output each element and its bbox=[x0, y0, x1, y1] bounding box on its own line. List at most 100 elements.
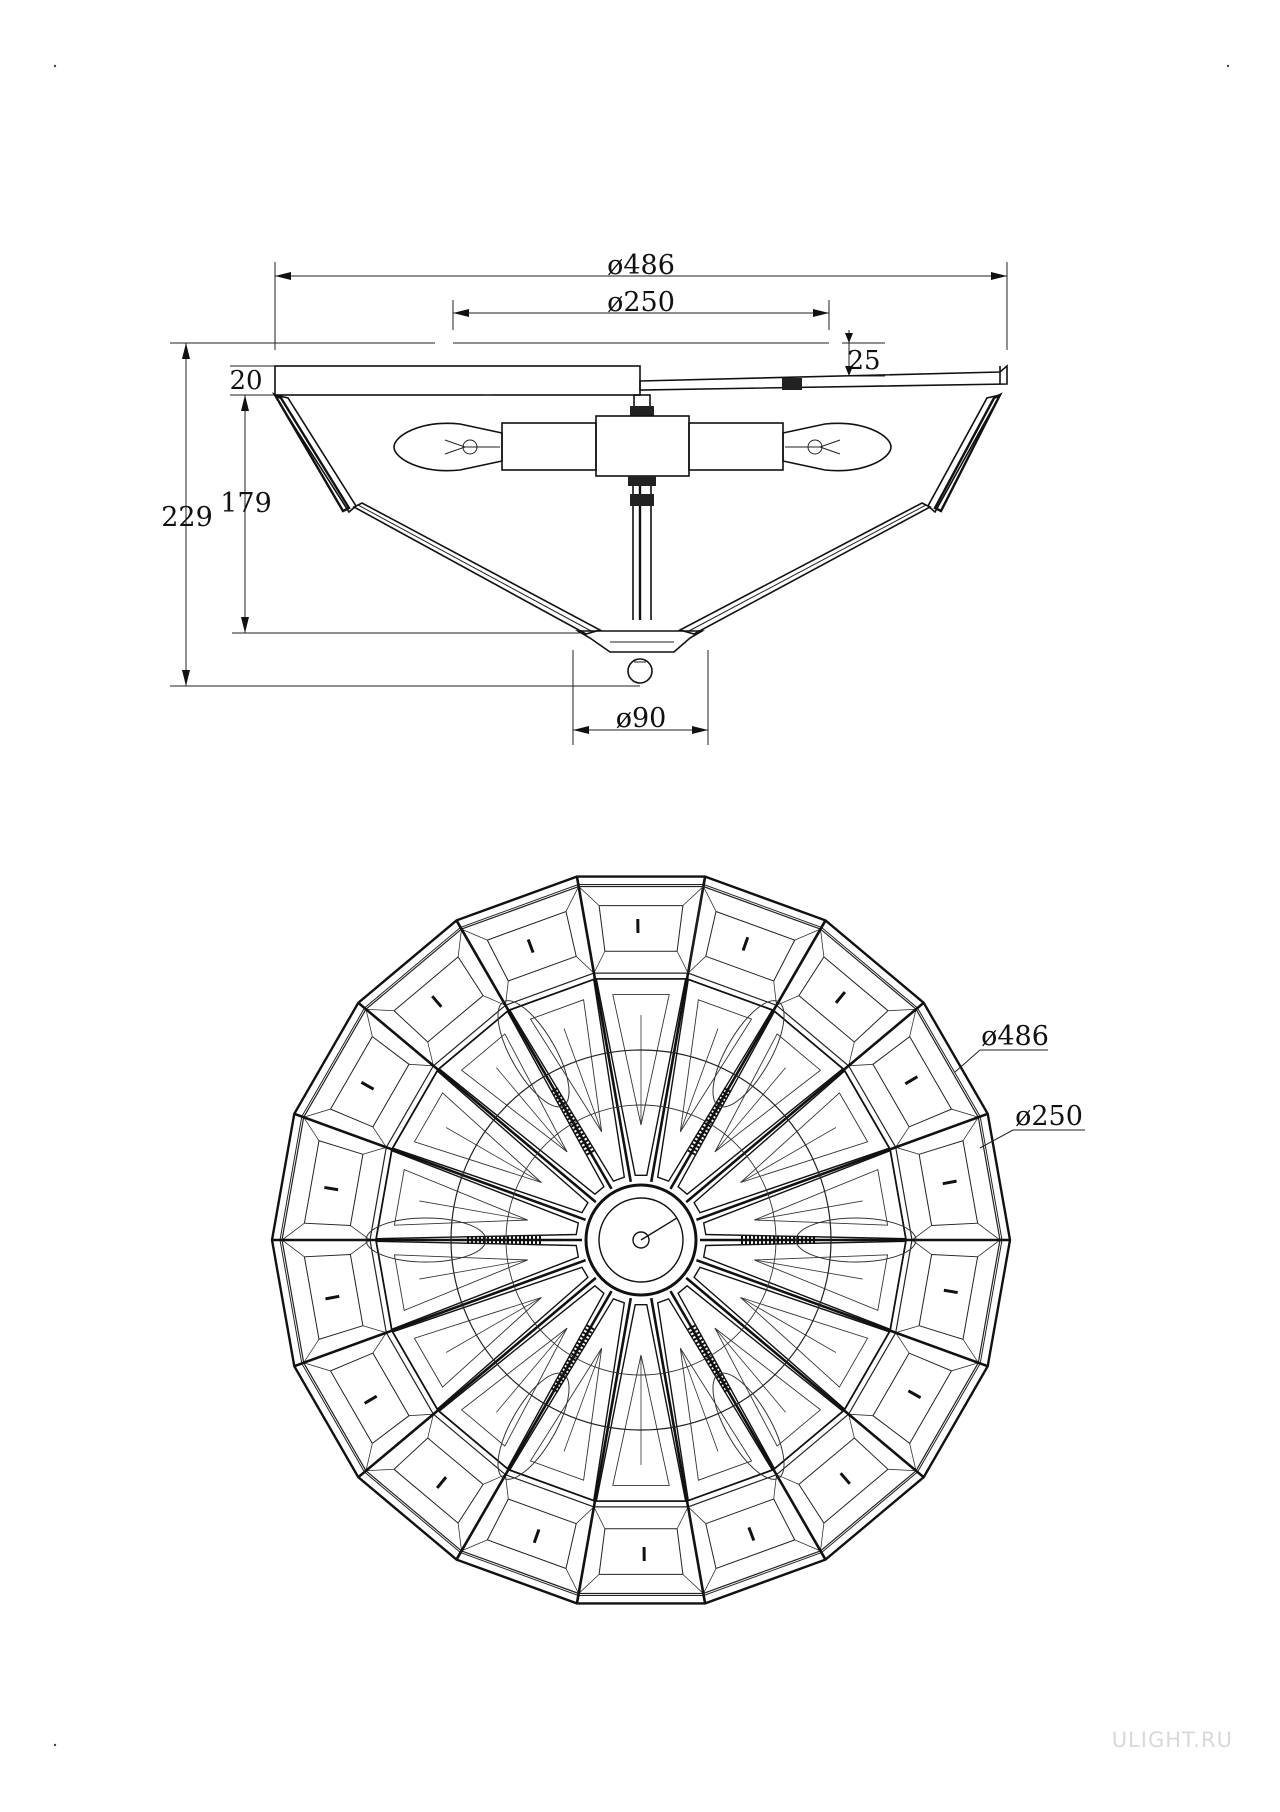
crystal-panel-outer bbox=[365, 928, 507, 1067]
frame-spoke bbox=[455, 1290, 613, 1561]
mounting-plate bbox=[274, 364, 1008, 396]
crystal-panel-inner bbox=[656, 1297, 774, 1502]
crystal-panel-outer bbox=[281, 1116, 387, 1241]
dimension-overall-width: ø486 bbox=[274, 250, 1008, 350]
bulb-right bbox=[782, 422, 892, 472]
dimension-top-overall: ø486 bbox=[954, 1021, 1049, 1073]
crystal-panel-facet bbox=[393, 1437, 484, 1524]
top-view: ø486 ø250 bbox=[270, 875, 1085, 1605]
crystal-panel-inner bbox=[437, 1010, 605, 1196]
panel-clip-mark bbox=[526, 938, 535, 954]
dimension-shade-height: 179 bbox=[220, 395, 580, 634]
dim-label-total-height: 229 bbox=[161, 502, 213, 533]
watermark: ULIGHT.RU bbox=[1112, 1728, 1233, 1752]
dim-label-top-canopy-diameter: ø250 bbox=[1015, 1101, 1083, 1132]
dim-label-shade-height: 179 bbox=[220, 488, 272, 519]
crystal-panel-outer bbox=[895, 1239, 1001, 1364]
crystal-panel-facet bbox=[872, 1035, 953, 1128]
crystal-panel-inner bbox=[595, 1303, 687, 1502]
dimension-total-height: 229 bbox=[161, 343, 640, 687]
frame-spoke bbox=[575, 1297, 633, 1604]
crystal-panel-inner bbox=[508, 978, 626, 1183]
panel-clip-mark bbox=[943, 1288, 958, 1295]
crystal-panel-inner bbox=[375, 1240, 580, 1331]
dimension-canopy-width: ø250 bbox=[452, 287, 830, 330]
panel-clip-mark bbox=[431, 995, 443, 1008]
dim-label-overall-diameter: ø486 bbox=[607, 250, 675, 281]
panel-clip-mark bbox=[363, 1394, 378, 1405]
crystal-panel-facet bbox=[303, 1140, 364, 1227]
dim-label-canopy-diameter: ø250 bbox=[607, 287, 675, 318]
dim-label-canopy-offset: 25 bbox=[847, 346, 880, 376]
crystal-panel-facet bbox=[598, 1528, 684, 1575]
crystal-panel-ring bbox=[270, 875, 1012, 1605]
crystal-panel-inner bbox=[677, 1010, 845, 1196]
crystal-panel-inner bbox=[702, 1149, 907, 1240]
crystal-panel-facet bbox=[393, 956, 484, 1043]
crystal-panel-inner bbox=[508, 1297, 626, 1502]
bulb-socket bbox=[550, 1086, 595, 1156]
crystal-panel-outer bbox=[302, 1008, 435, 1149]
panel-clip-mark bbox=[907, 1389, 922, 1400]
candle-bulb-outline bbox=[712, 1372, 785, 1480]
bulb-socket bbox=[687, 1086, 732, 1156]
panel-clip-mark bbox=[741, 936, 750, 951]
crystal-panel-outer bbox=[895, 1116, 1001, 1241]
crystal-panel-inner bbox=[391, 1266, 589, 1411]
crystal-panel-outer bbox=[847, 1331, 980, 1472]
sheet-corner-marks bbox=[53, 64, 1230, 1747]
crystal-panel-inner-facet bbox=[740, 1092, 869, 1183]
candle-bulb-outline bbox=[497, 1000, 570, 1108]
frame-spoke bbox=[357, 1276, 597, 1479]
frame-spoke bbox=[695, 1258, 989, 1368]
crystal-panel-facet bbox=[705, 1498, 796, 1570]
frame-spoke bbox=[649, 1297, 707, 1604]
crystal-panel-facet bbox=[598, 905, 684, 952]
panel-clip-mark bbox=[435, 1476, 448, 1489]
crystal-panel-facet bbox=[798, 956, 889, 1043]
bulb-socket bbox=[550, 1324, 595, 1394]
panel-clip-mark bbox=[324, 1185, 339, 1192]
crystal-panel-inner bbox=[702, 1240, 907, 1331]
center-hub-inner bbox=[598, 1197, 684, 1283]
crystal-panel-facet bbox=[798, 1437, 889, 1524]
canopy-outline bbox=[450, 1049, 832, 1431]
crystal-panel-inner-facet bbox=[612, 994, 670, 1126]
crystal-panel-facet bbox=[329, 1352, 410, 1445]
inner-ring-guide bbox=[505, 1104, 777, 1376]
crystal-panel-facet bbox=[486, 1498, 577, 1570]
panel-clip-mark bbox=[834, 991, 847, 1004]
frame-spoke bbox=[669, 1290, 827, 1561]
crystal-panel-inner bbox=[693, 1069, 891, 1214]
crystal-panel-outer bbox=[775, 928, 917, 1067]
panel-clip-mark bbox=[532, 1529, 541, 1544]
candle-bulb-outline bbox=[497, 1372, 570, 1480]
center-bolt bbox=[632, 1231, 650, 1249]
frame-spoke bbox=[357, 1001, 597, 1204]
panel-clip-mark bbox=[904, 1075, 919, 1086]
crystal-panel-outer bbox=[365, 1413, 507, 1552]
crystal-panel-outer bbox=[281, 1239, 387, 1364]
frame-spoke bbox=[293, 1112, 587, 1222]
panel-clip-mark bbox=[325, 1294, 340, 1301]
frame-spoke bbox=[669, 919, 827, 1190]
crystal-panel-outer bbox=[775, 1413, 917, 1552]
frame-spoke bbox=[575, 876, 633, 1183]
crystal-panel-inner bbox=[391, 1069, 589, 1214]
shade-left bbox=[271, 392, 603, 635]
dim-label-top-overall-diameter: ø486 bbox=[981, 1021, 1049, 1052]
dimension-canopy-offset: 25 bbox=[842, 330, 885, 377]
crystal-panel-inner bbox=[375, 1149, 580, 1240]
crystal-panel-inner-facet bbox=[612, 1354, 670, 1486]
crystal-panel-inner-facet bbox=[740, 1297, 869, 1388]
crystal-panel-outer bbox=[577, 885, 705, 974]
dimension-top-canopy: ø250 bbox=[979, 1101, 1085, 1149]
crystal-panel-facet bbox=[705, 910, 796, 982]
radius-indicator bbox=[640, 1217, 678, 1241]
candle-bulb-outline bbox=[712, 1000, 785, 1108]
frame-spoke bbox=[685, 1001, 925, 1204]
panel-clip-mark bbox=[360, 1080, 375, 1091]
frame-spoke bbox=[695, 1112, 989, 1222]
crystal-panel-facet bbox=[872, 1352, 953, 1445]
panel-clip-mark bbox=[942, 1179, 957, 1186]
